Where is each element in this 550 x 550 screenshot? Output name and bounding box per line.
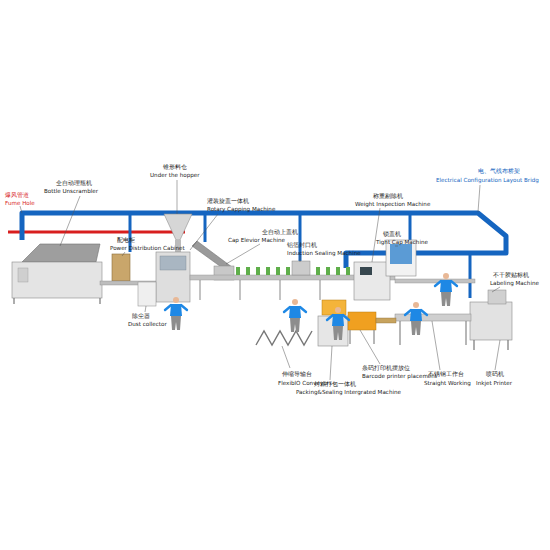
cap-elevator xyxy=(192,241,234,280)
worker xyxy=(405,302,427,335)
callout-label: Tight Cap Machine xyxy=(376,239,428,246)
callout-label: Inkjet Printer xyxy=(476,380,512,387)
rotary-capping-machine xyxy=(156,252,190,302)
fume-pipe xyxy=(8,231,185,234)
callout-label: 不干胶贴标机 xyxy=(493,272,529,279)
cable-bridge xyxy=(22,213,506,268)
callout-label: 电、气线布桥架 xyxy=(478,168,520,175)
power-cabinet xyxy=(112,254,130,281)
callout-label: 伸缩导输台 xyxy=(282,371,312,378)
callout-label: 除尘器 xyxy=(132,313,150,320)
callout-label: Induction Sealing Machine xyxy=(287,250,361,257)
callout-label: 喷码机 xyxy=(486,371,504,378)
conveyor xyxy=(395,279,475,283)
worker xyxy=(165,297,187,330)
callout-label: 全自动理瓶机 xyxy=(56,180,92,187)
callout-label: Labeling Machine xyxy=(490,280,539,287)
callout-label: 称重剔除机 xyxy=(373,193,403,200)
worker xyxy=(435,273,457,306)
callout-label: Electrical Configuration Layout Bridg xyxy=(436,177,539,184)
worker xyxy=(327,307,349,340)
flexible-conveyor xyxy=(256,331,312,345)
callout-label: Packing&Sealing Intergrated Machine xyxy=(296,389,401,396)
callout-label: Under the hopper xyxy=(150,172,199,179)
roller-conveyor xyxy=(376,318,396,323)
bottle-unscrambler xyxy=(12,244,102,304)
callout-label: Barcode printer placement xyxy=(362,373,437,380)
callout-label: 锁盖机 xyxy=(383,231,401,238)
straight-working-table xyxy=(395,314,471,345)
callout-label: 全自动上盖机 xyxy=(262,229,298,236)
packing-sealing-machine xyxy=(318,300,376,346)
tight-cap-machine xyxy=(386,240,416,276)
callout-label: 铝箔封口机 xyxy=(287,242,317,249)
callout-label: Dust collector xyxy=(128,321,167,328)
labeling-machine xyxy=(470,290,512,350)
callout-label: Straight Working xyxy=(424,380,471,387)
callout-label: Weight Inspection Machine xyxy=(355,201,430,208)
callout-label: 不锈钢工作台 xyxy=(428,371,464,378)
callout-label: Cap Elevior Machine xyxy=(228,237,285,244)
leader-lines xyxy=(20,180,500,380)
worker xyxy=(284,299,306,332)
weight-inspection-machine xyxy=(354,262,390,300)
callout-label: 配电柜 xyxy=(117,237,135,244)
callout-label: 封箱打包一体机 xyxy=(314,381,356,388)
callout-label: 灌装旋盖一体机 xyxy=(207,198,249,205)
callout-label: 条码打印机摆放位 xyxy=(362,365,410,372)
dust-collector xyxy=(138,282,156,306)
callout-label: Bottle Unscrambler xyxy=(44,188,98,195)
callout-label: Power Distribution Cabinet xyxy=(110,245,185,252)
induction-sealer xyxy=(292,261,310,275)
callout-label: 锥形料仓 xyxy=(163,164,187,171)
callout-label: Fume Hole xyxy=(5,200,35,207)
callout-label: Rotary Capping Machine xyxy=(207,206,275,213)
callout-label: 爆风管道 xyxy=(5,192,29,199)
